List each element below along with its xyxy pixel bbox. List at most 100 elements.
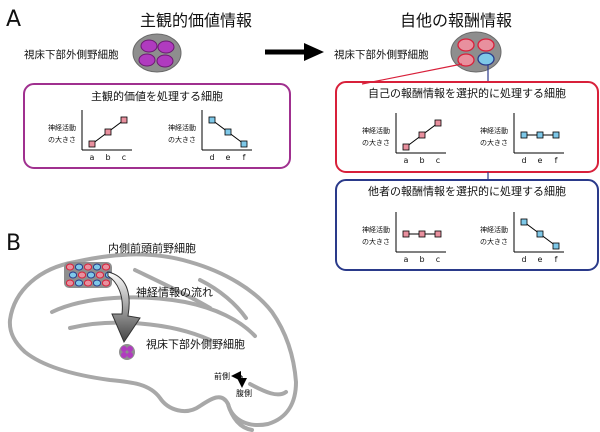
plot-point <box>240 140 248 148</box>
right-cell-label: 視床下部外側野細胞 <box>334 48 429 61</box>
plot-point <box>402 230 410 238</box>
orientation-compass: 前側 腹側 <box>214 371 252 398</box>
lh-body <box>119 344 135 360</box>
compass-ventral-label: 腹側 <box>236 388 252 398</box>
sulcus <box>198 278 248 320</box>
flow-label: 神経情報の流れ <box>136 285 213 299</box>
purple-cell <box>157 40 175 54</box>
plot-category-label: d <box>209 153 214 162</box>
purple-cell <box>156 54 174 68</box>
plot-point <box>208 116 216 124</box>
plot-ylabel: の大きさ <box>48 135 76 144</box>
box-other-title: 他者の報酬情報を選択的に処理する細胞 <box>368 184 566 198</box>
blue-cell <box>92 279 102 287</box>
plot-ylabel: 神経活動 <box>480 225 508 234</box>
plot-category-label: e <box>226 153 231 162</box>
pink-cell <box>95 271 105 279</box>
plot-category-label: a <box>404 156 409 165</box>
box-subjective <box>23 83 291 169</box>
flow-arrow <box>107 271 141 344</box>
pink-cell <box>83 263 93 271</box>
left-title: 主観的価値情報 <box>140 11 252 30</box>
plot-category-label: f <box>555 156 558 165</box>
big-right-arrow <box>265 43 324 61</box>
plot-point <box>418 230 426 238</box>
plot-category-label: f <box>555 255 558 264</box>
left-cell-cluster <box>132 33 182 73</box>
plot-category-label: d <box>521 255 526 264</box>
plot-ylabel: の大きさ <box>480 138 508 147</box>
plot-point <box>402 143 410 151</box>
purple-cell <box>121 346 127 352</box>
blue-cell <box>74 279 84 287</box>
purple-cell <box>127 352 133 358</box>
plot-point <box>88 140 96 148</box>
plot-ylabel: 神経活動 <box>362 126 390 135</box>
cell-body <box>132 33 182 73</box>
plot-category-label: c <box>436 255 440 264</box>
plot-ylabel: 神経活動 <box>362 225 390 234</box>
plot-point <box>104 128 112 136</box>
cell-body <box>450 31 502 73</box>
plot-category-label: a <box>404 255 409 264</box>
plot-point <box>520 218 528 226</box>
plot-category-label: a <box>90 153 95 162</box>
pink-cell <box>457 38 475 52</box>
plot-category-label: b <box>419 156 424 165</box>
plot-point <box>536 230 544 238</box>
plot-category-label: d <box>521 156 526 165</box>
brain-outline <box>7 252 298 427</box>
inner-sulcus <box>68 320 212 342</box>
plot-ylabel: 神経活動 <box>168 123 196 132</box>
pink-cell <box>65 263 75 271</box>
brainstem <box>226 402 254 432</box>
purple-cell <box>138 53 156 67</box>
plot-point <box>224 128 232 136</box>
plot-point <box>520 131 528 139</box>
purple-cell <box>127 346 133 352</box>
blue-cell <box>92 263 102 271</box>
pink-cell <box>77 271 87 279</box>
plot-point <box>120 116 128 124</box>
lh-label: 視床下部外側野細胞 <box>146 337 245 351</box>
mpfc-cells <box>65 263 114 287</box>
brain-drawing <box>7 252 298 432</box>
plot-ylabel: の大きさ <box>362 138 390 147</box>
plot-ylabel: 神経活動 <box>480 126 508 135</box>
purple-cell <box>140 39 158 53</box>
blue-cell <box>74 263 84 271</box>
plot-ylabel: の大きさ <box>168 135 196 144</box>
sulcus <box>133 268 212 310</box>
pink-cell <box>83 279 93 287</box>
box-self-title: 自己の報酬情報を選択的に処理する細胞 <box>368 86 566 100</box>
blue-cell <box>86 271 96 279</box>
blue-cell <box>68 271 78 279</box>
connector-self <box>361 63 463 85</box>
pink-cell <box>457 53 475 67</box>
plot-point <box>552 131 560 139</box>
cerebellum <box>248 382 288 397</box>
plot-ylabel: 神経活動 <box>48 123 76 132</box>
plot-category-label: c <box>436 156 440 165</box>
right-title: 自他の報酬情報 <box>400 11 512 30</box>
pink-cell <box>65 279 75 287</box>
right-cell-cluster <box>450 31 502 73</box>
box-other <box>335 179 599 271</box>
mpfc-label: 内側前頭前野細胞 <box>108 241 196 255</box>
pink-cell <box>477 38 495 52</box>
plot-ylabel: の大きさ <box>480 237 508 246</box>
plot-category-label: c <box>122 153 126 162</box>
plot-category-label: b <box>419 255 424 264</box>
purple-cell <box>121 352 127 358</box>
blue-cell <box>477 52 495 66</box>
plot-category-label: e <box>538 255 543 264</box>
corpus-callosum <box>50 295 257 338</box>
plot-point <box>434 230 442 238</box>
